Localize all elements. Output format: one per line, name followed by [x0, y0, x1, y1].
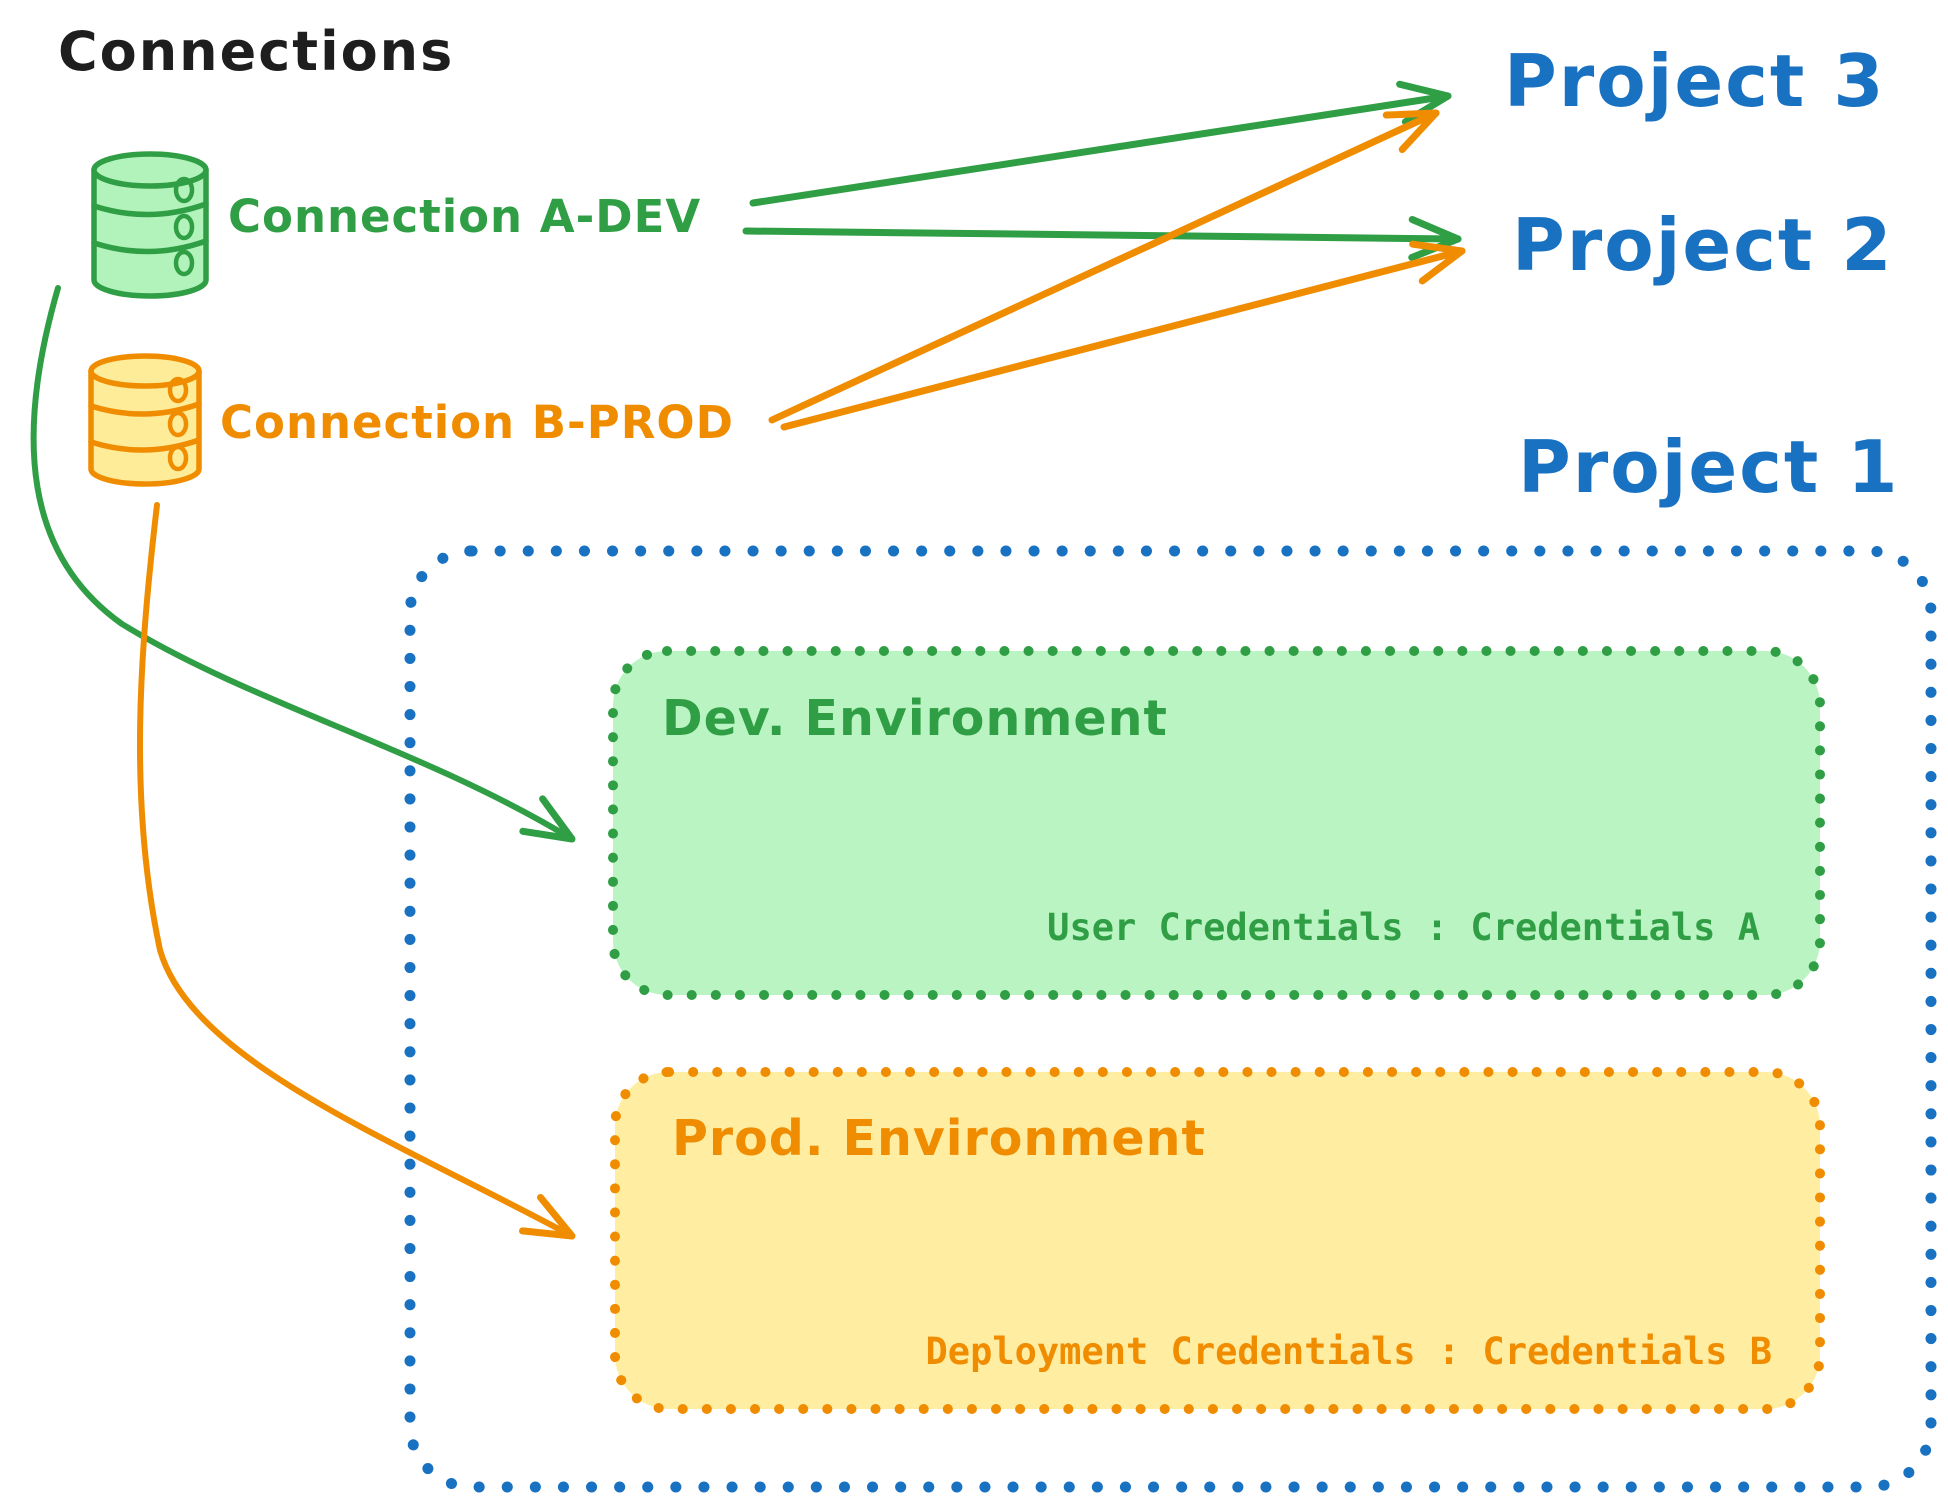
diagram-title: Connections [58, 20, 455, 83]
arrow-adev-dev-environment [30, 285, 576, 843]
arrow-adev-project3 [749, 80, 1452, 207]
connection-a-dev-label: Connection A-DEV [228, 190, 702, 243]
connection-arrows [742, 80, 1466, 431]
environment-arrows [30, 285, 576, 1240]
arrow-bprod-prod-environment [136, 502, 576, 1240]
database-icon-prod [88, 353, 202, 487]
arrow-adev-project2 [742, 215, 1462, 261]
dev-environment-title: Dev. Environment [662, 690, 1168, 747]
project-2-label: Project 2 [1512, 203, 1894, 287]
dev-environment-box [608, 646, 1825, 1000]
prod-environment-title: Prod. Environment [672, 1110, 1206, 1167]
project1-container-box [404, 545, 1937, 1493]
project-1-label: Project 1 [1518, 425, 1900, 509]
database-icon-dev [91, 151, 209, 299]
prod-environment-credentials: Deployment Credentials : Credentials B [925, 1330, 1772, 1373]
connection-b-prod-label: Connection B-PROD [220, 396, 734, 449]
prod-environment-box [610, 1067, 1825, 1414]
dev-environment-credentials: User Credentials : Credentials A [1047, 906, 1760, 949]
project-3-label: Project 3 [1504, 39, 1886, 123]
arrow-bprod-project3 [768, 109, 1440, 424]
arrow-bprod-project2 [780, 240, 1466, 431]
